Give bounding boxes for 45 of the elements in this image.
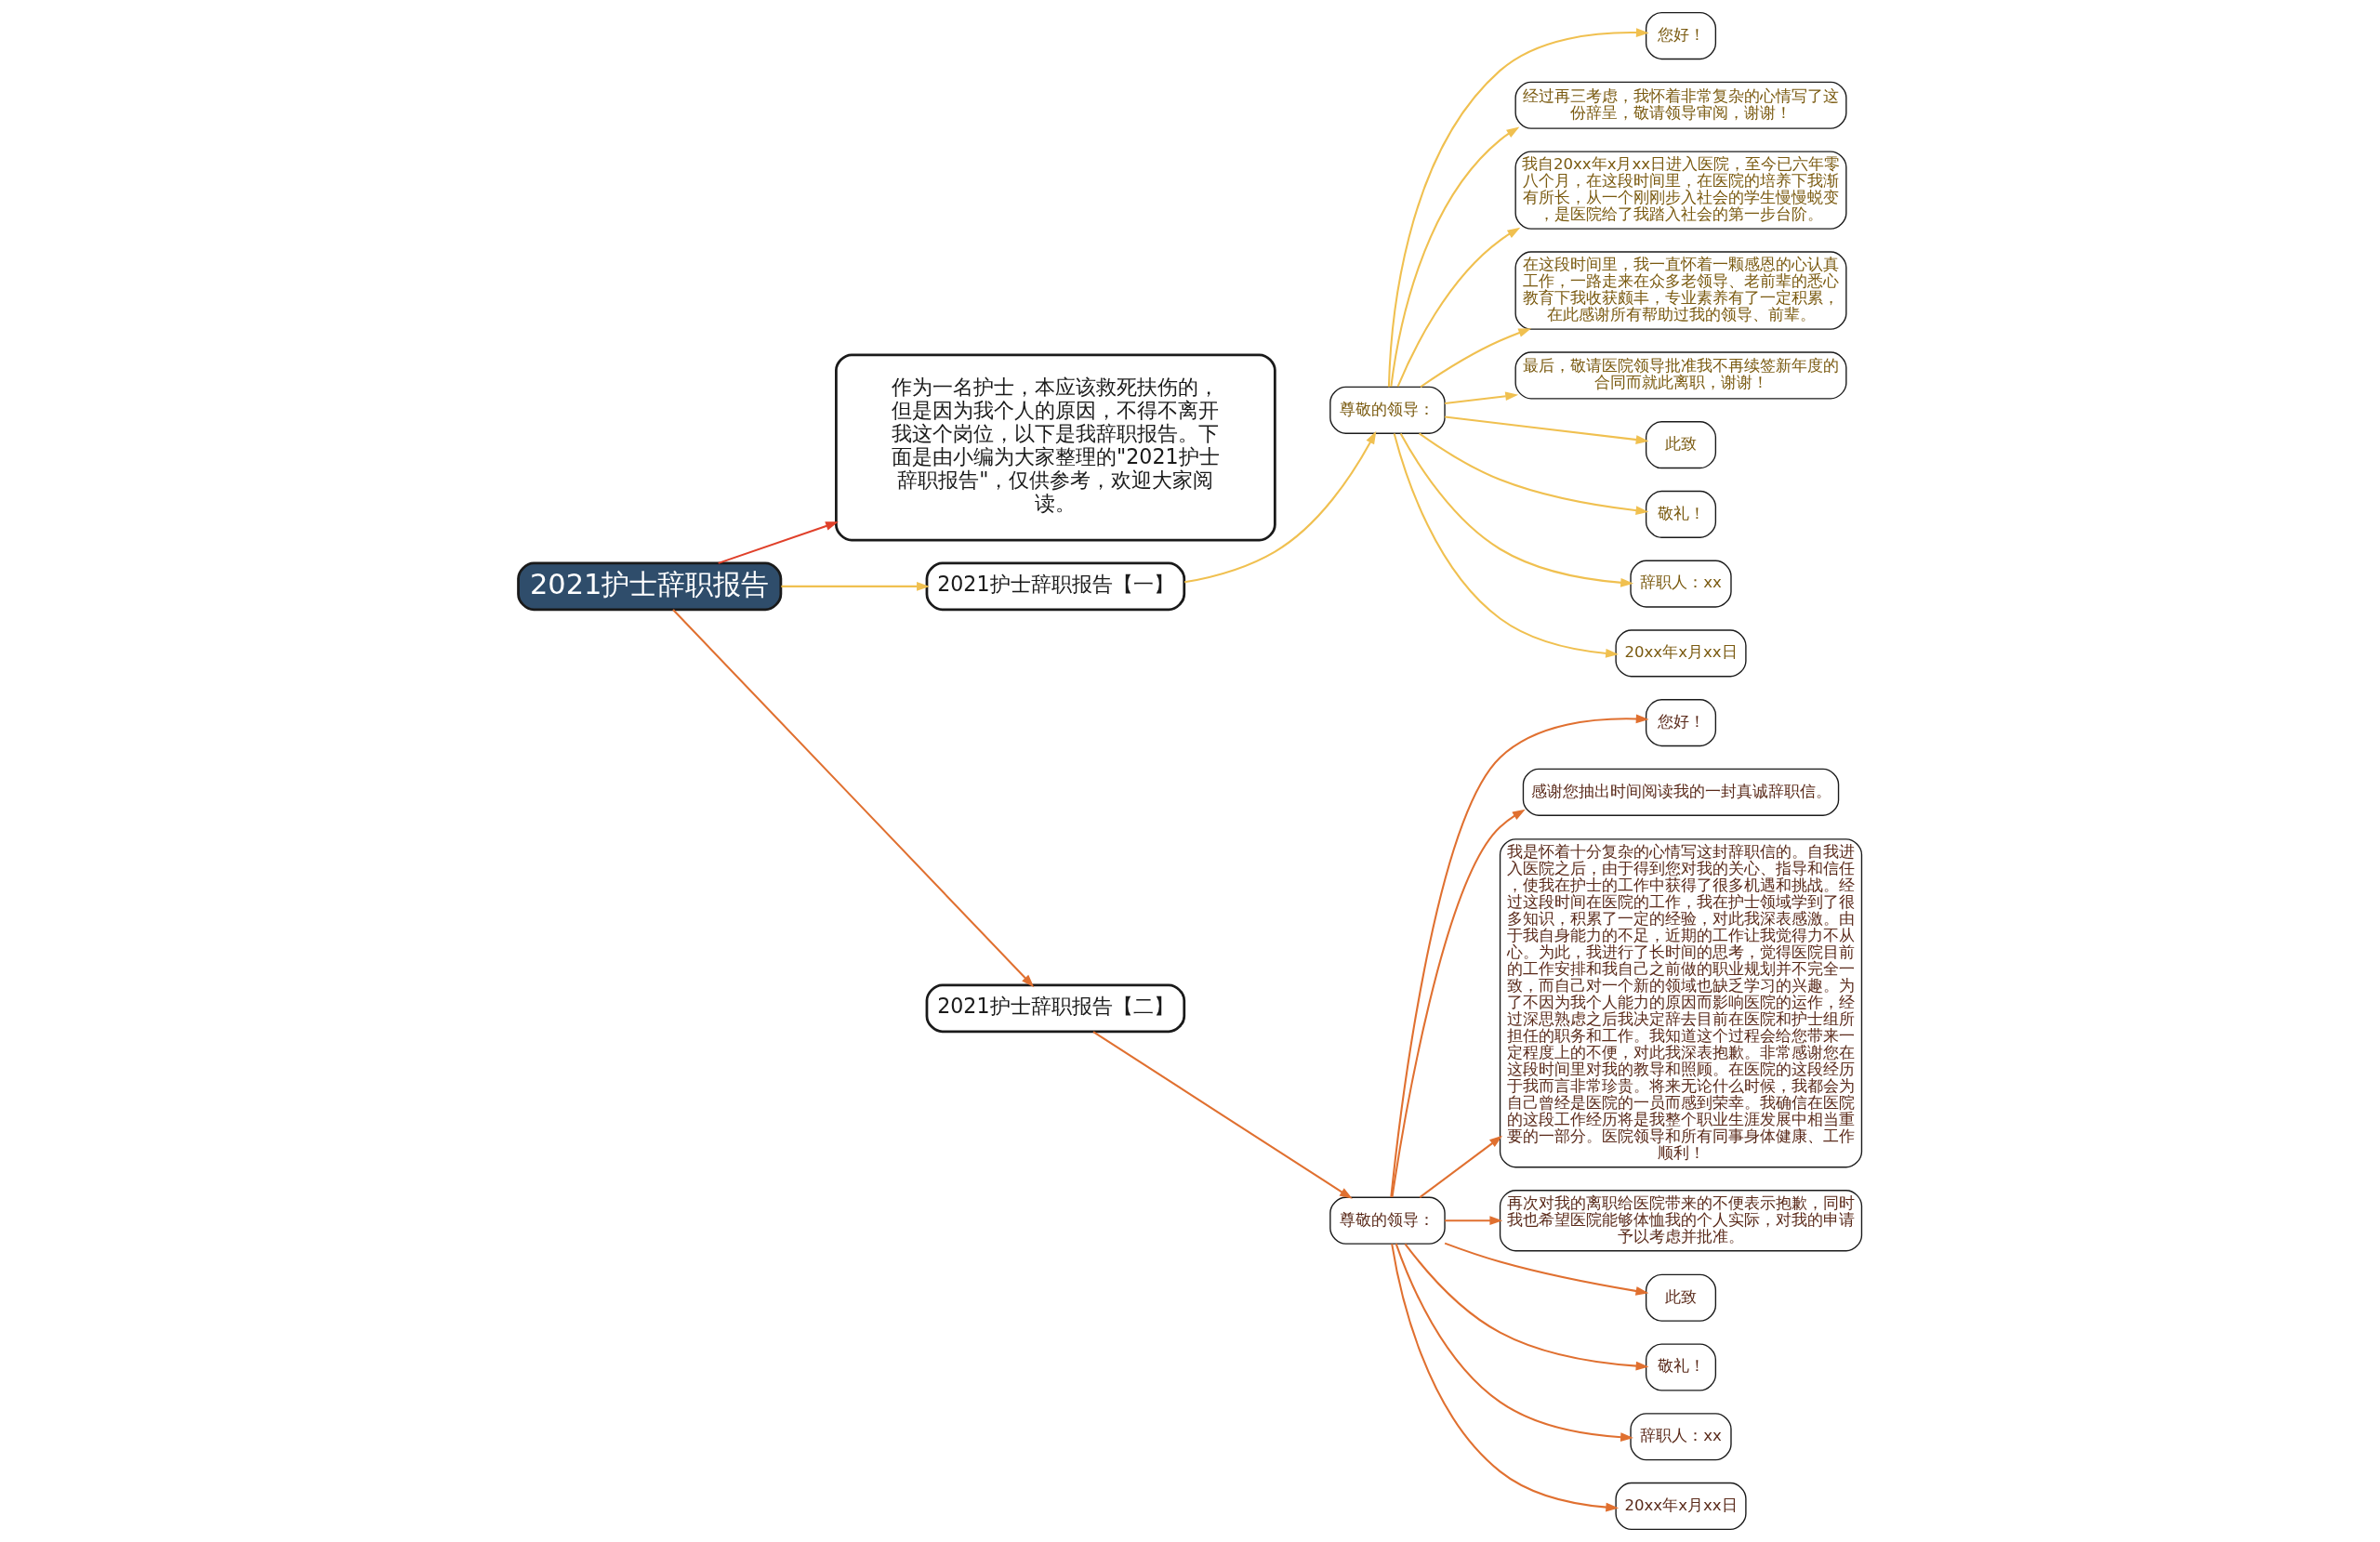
arrow (1419, 432, 1649, 515)
node-box: 作为一名护士，本应该救死扶伤的，但是因为我个人的原因，不得不离开我这个岗位，以下是我辞职报告。下面是由小编为大家整理的"2021护士辞职报告"，仅供参考，欢迎大家阅读。 (835, 353, 1276, 542)
arrow (1420, 328, 1532, 389)
node-box: 2021护士辞职报告【一】 (925, 561, 1186, 612)
node-box: 2021护士辞职报告【二】 (925, 983, 1186, 1034)
arrow (781, 582, 930, 591)
node-box: 尊敬的领导： (1329, 1196, 1446, 1245)
node-box: 辞职人：xx (1630, 1413, 1732, 1461)
arrow (1387, 28, 1649, 388)
arrow (1445, 1216, 1503, 1226)
arrow (1395, 1243, 1633, 1443)
node-box: 在这段时间里，我一直怀着一颗感恩的心认真工作，一路走来在众多老领导、老前辈的悉心教育下我收获颇丰，专业素养有了一定积累，在此感谢所有帮助过我的领导、前辈。 (1514, 251, 1847, 330)
arrow (1419, 1135, 1502, 1198)
arrow (1391, 809, 1526, 1197)
node-box: 此致 (1645, 421, 1717, 469)
node-box: 20xx年x月xx日 (1615, 629, 1747, 678)
node-box: 我是怀着十分复杂的心情写这封辞职信的。自我进入医院之后，由于得到您对我的关心、指导和信任，使我在护士的工作中获得了很多机遇和挑战。经过这段时间在医院的工作，我在护士领域学到了很多知识，积累了一定的经验，对此我深表感激。由于我自身能力的不足，近期的工作让我觉得力不从心。为此，我进行了长时间的思考，觉得医院目前的工作安排和我自己之前做的职业规划并不完全一致，而自己对一个新的领域也缺乏学习的兴趣。为了不因为我个人能力的原因而影响医院的运作，经过深思熟虑之后我决定辞去目前在医院和护士组所担任的职务和工作。我知道这个过程会给您带来一定程度上的不便，对此我深表抱歉。非常感谢您在这段时间里对我的教导和照顾。在医院的这段经历于我而言非常珍贵。将来无论什么时候，我都会为自己曾经是医院的一员而感到荣幸。我确信在医院的这段工作经历将是我整个职业生涯发展中相当重要的一部分。医院领导和所有同事身体健康、工作顺利！ (1499, 838, 1863, 1168)
arrow (1092, 1031, 1353, 1199)
node-box: 此致 (1645, 1273, 1717, 1322)
node-box: 再次对我的离职给医院带来的不便表示抱歉，同时我也希望医院能够体恤我的个人实际，对我的申请予以考虑并批准。 (1499, 1190, 1863, 1252)
arrow (1393, 433, 1619, 658)
arrow (1399, 433, 1634, 587)
node-box: 辞职人：xx (1630, 560, 1732, 608)
arrow (1396, 227, 1521, 388)
arrow (1390, 714, 1649, 1198)
node-box: 您好！ (1645, 11, 1717, 60)
arrow (718, 521, 839, 564)
node-box: 最后，敬请医院领导批准我不再续签新年度的合同而就此离职，谢谢！ (1514, 351, 1847, 400)
arrow (1404, 1243, 1649, 1371)
arrow (1445, 391, 1519, 405)
node-box: 感谢您抽出时间阅读我的一封真诚辞职信。 (1522, 768, 1840, 816)
arrow (1444, 1242, 1649, 1296)
node-box: 我自20xx年x月xx日进入医院，至今已六年零八个月，在这段时间里，在医院的培养下我渐有所长，从一个刚刚步入社会的学生慢慢蜕变，是医院给了我踏入社会的第一步台阶。 (1514, 151, 1847, 230)
node-box: 敬礼！ (1645, 490, 1717, 538)
arrow (1390, 126, 1520, 388)
node-box: 尊敬的领导： (1329, 386, 1446, 434)
arrow (1445, 415, 1649, 444)
node-box: 20xx年x月xx日 (1615, 1482, 1747, 1531)
arrow (1183, 430, 1377, 584)
node-box: 经过再三考虑，我怀着非常复杂的心情写了这份辞呈，敬请领导审阅，谢谢！ (1514, 81, 1847, 129)
arrow (672, 609, 1035, 988)
node-box: 您好！ (1645, 699, 1717, 747)
node-box: 2021护士辞职报告 (517, 561, 783, 612)
node-box: 敬礼！ (1645, 1343, 1717, 1391)
arrow (1391, 1244, 1620, 1512)
